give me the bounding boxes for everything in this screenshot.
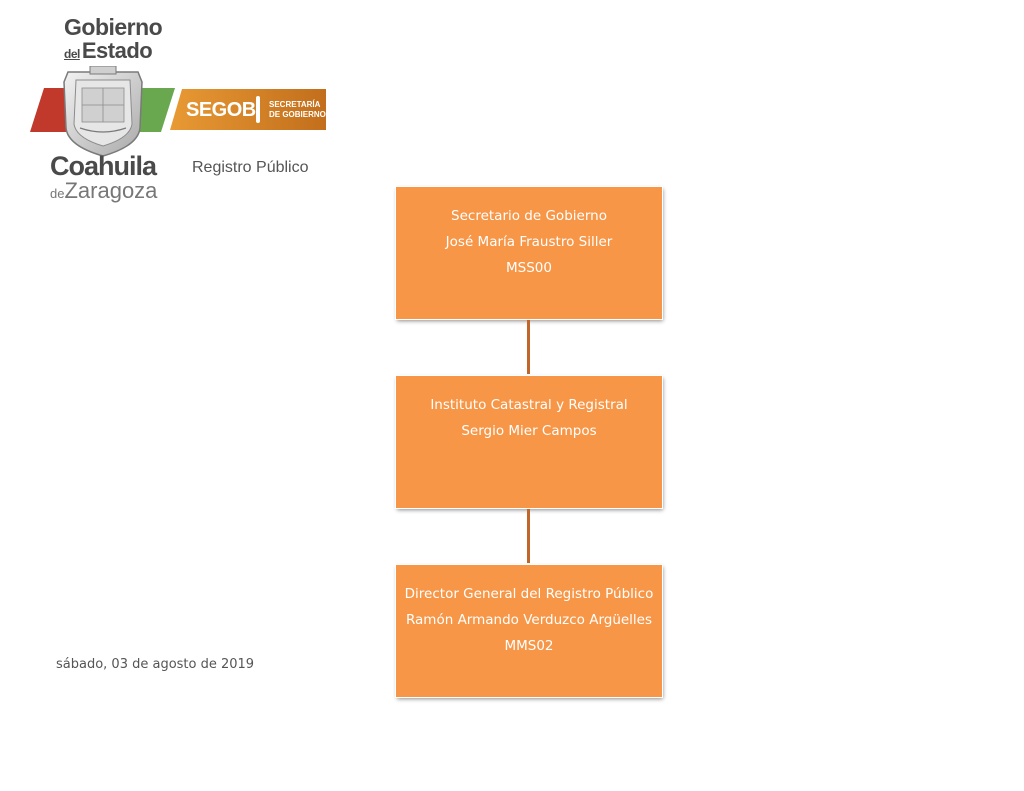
state-name: Coahuila xyxy=(50,151,157,181)
document-date: sábado, 03 de agosto de 2019 xyxy=(56,657,255,672)
logo-line-gobierno: Gobierno xyxy=(64,14,163,40)
government-logo: Gobierno delEstado SEGOB xyxy=(0,0,360,210)
node-person-name: Sergio Mier Campos xyxy=(461,423,597,439)
segob-banner-icon xyxy=(170,89,326,130)
segob-subtitle-line1: SECRETARÍA xyxy=(269,100,321,109)
org-connector xyxy=(527,320,530,374)
org-node-director: Director General del Registro Público Ra… xyxy=(396,565,662,697)
node-person-name: Ramón Armando Verduzco Argüelles xyxy=(405,612,653,628)
node-title: Instituto Catastral y Registral xyxy=(430,397,628,413)
org-connector xyxy=(527,509,530,563)
segob-subtitle: SECRETARÍA DE GOBIERNO xyxy=(269,100,326,120)
state-crest-icon xyxy=(63,66,143,157)
node-title: Director General del Registro Público xyxy=(404,586,654,602)
state-de: de xyxy=(50,186,65,201)
node-code: MSS00 xyxy=(506,260,552,276)
logo-del: del xyxy=(64,47,80,61)
node-title: Secretario de Gobierno xyxy=(451,208,607,224)
node-person-name: José María Fraustro Siller xyxy=(445,234,613,250)
segob-subtitle-line2: DE GOBIERNO xyxy=(269,110,326,119)
org-node-secretario: Secretario de Gobierno José María Fraust… xyxy=(396,187,662,319)
org-node-instituto: Instituto Catastral y Registral Sergio M… xyxy=(396,376,662,508)
segob-label: SEGOB xyxy=(186,99,256,121)
logo-wordmark: Gobierno delEstado xyxy=(64,14,163,63)
section-title: Registro Público xyxy=(192,159,309,176)
state-zaragoza: Zaragoza xyxy=(64,178,158,203)
node-code: MMS02 xyxy=(504,638,554,654)
logo-line-estado: Estado xyxy=(81,38,153,63)
state-suffix: deZaragoza xyxy=(50,180,157,202)
